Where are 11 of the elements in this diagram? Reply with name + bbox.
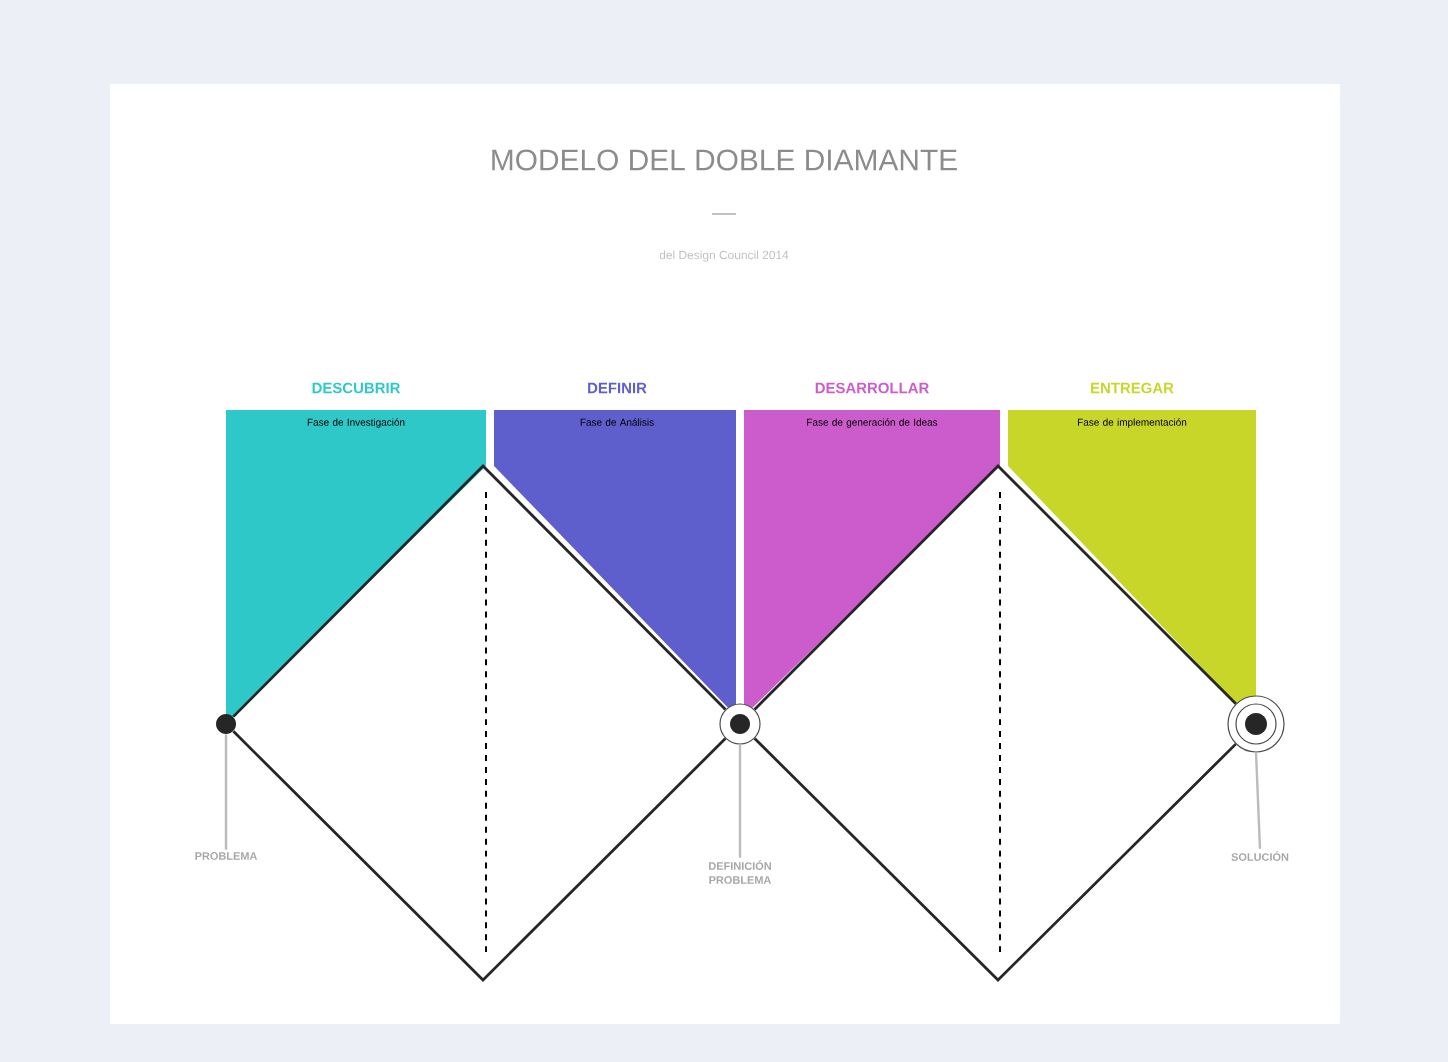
leader-line <box>224 734 228 850</box>
point-marker <box>216 714 236 734</box>
diamond-line <box>232 464 727 718</box>
diamond-line <box>753 464 1237 711</box>
diamond-line <box>753 737 1237 982</box>
point-marker <box>719 703 761 745</box>
leader-line <box>1254 752 1262 849</box>
point-marker <box>1227 695 1285 753</box>
diamond-line <box>232 730 727 982</box>
title: MODELO DEL DOBLE DIAMANTE <box>492 149 957 171</box>
leader-line <box>738 744 742 858</box>
